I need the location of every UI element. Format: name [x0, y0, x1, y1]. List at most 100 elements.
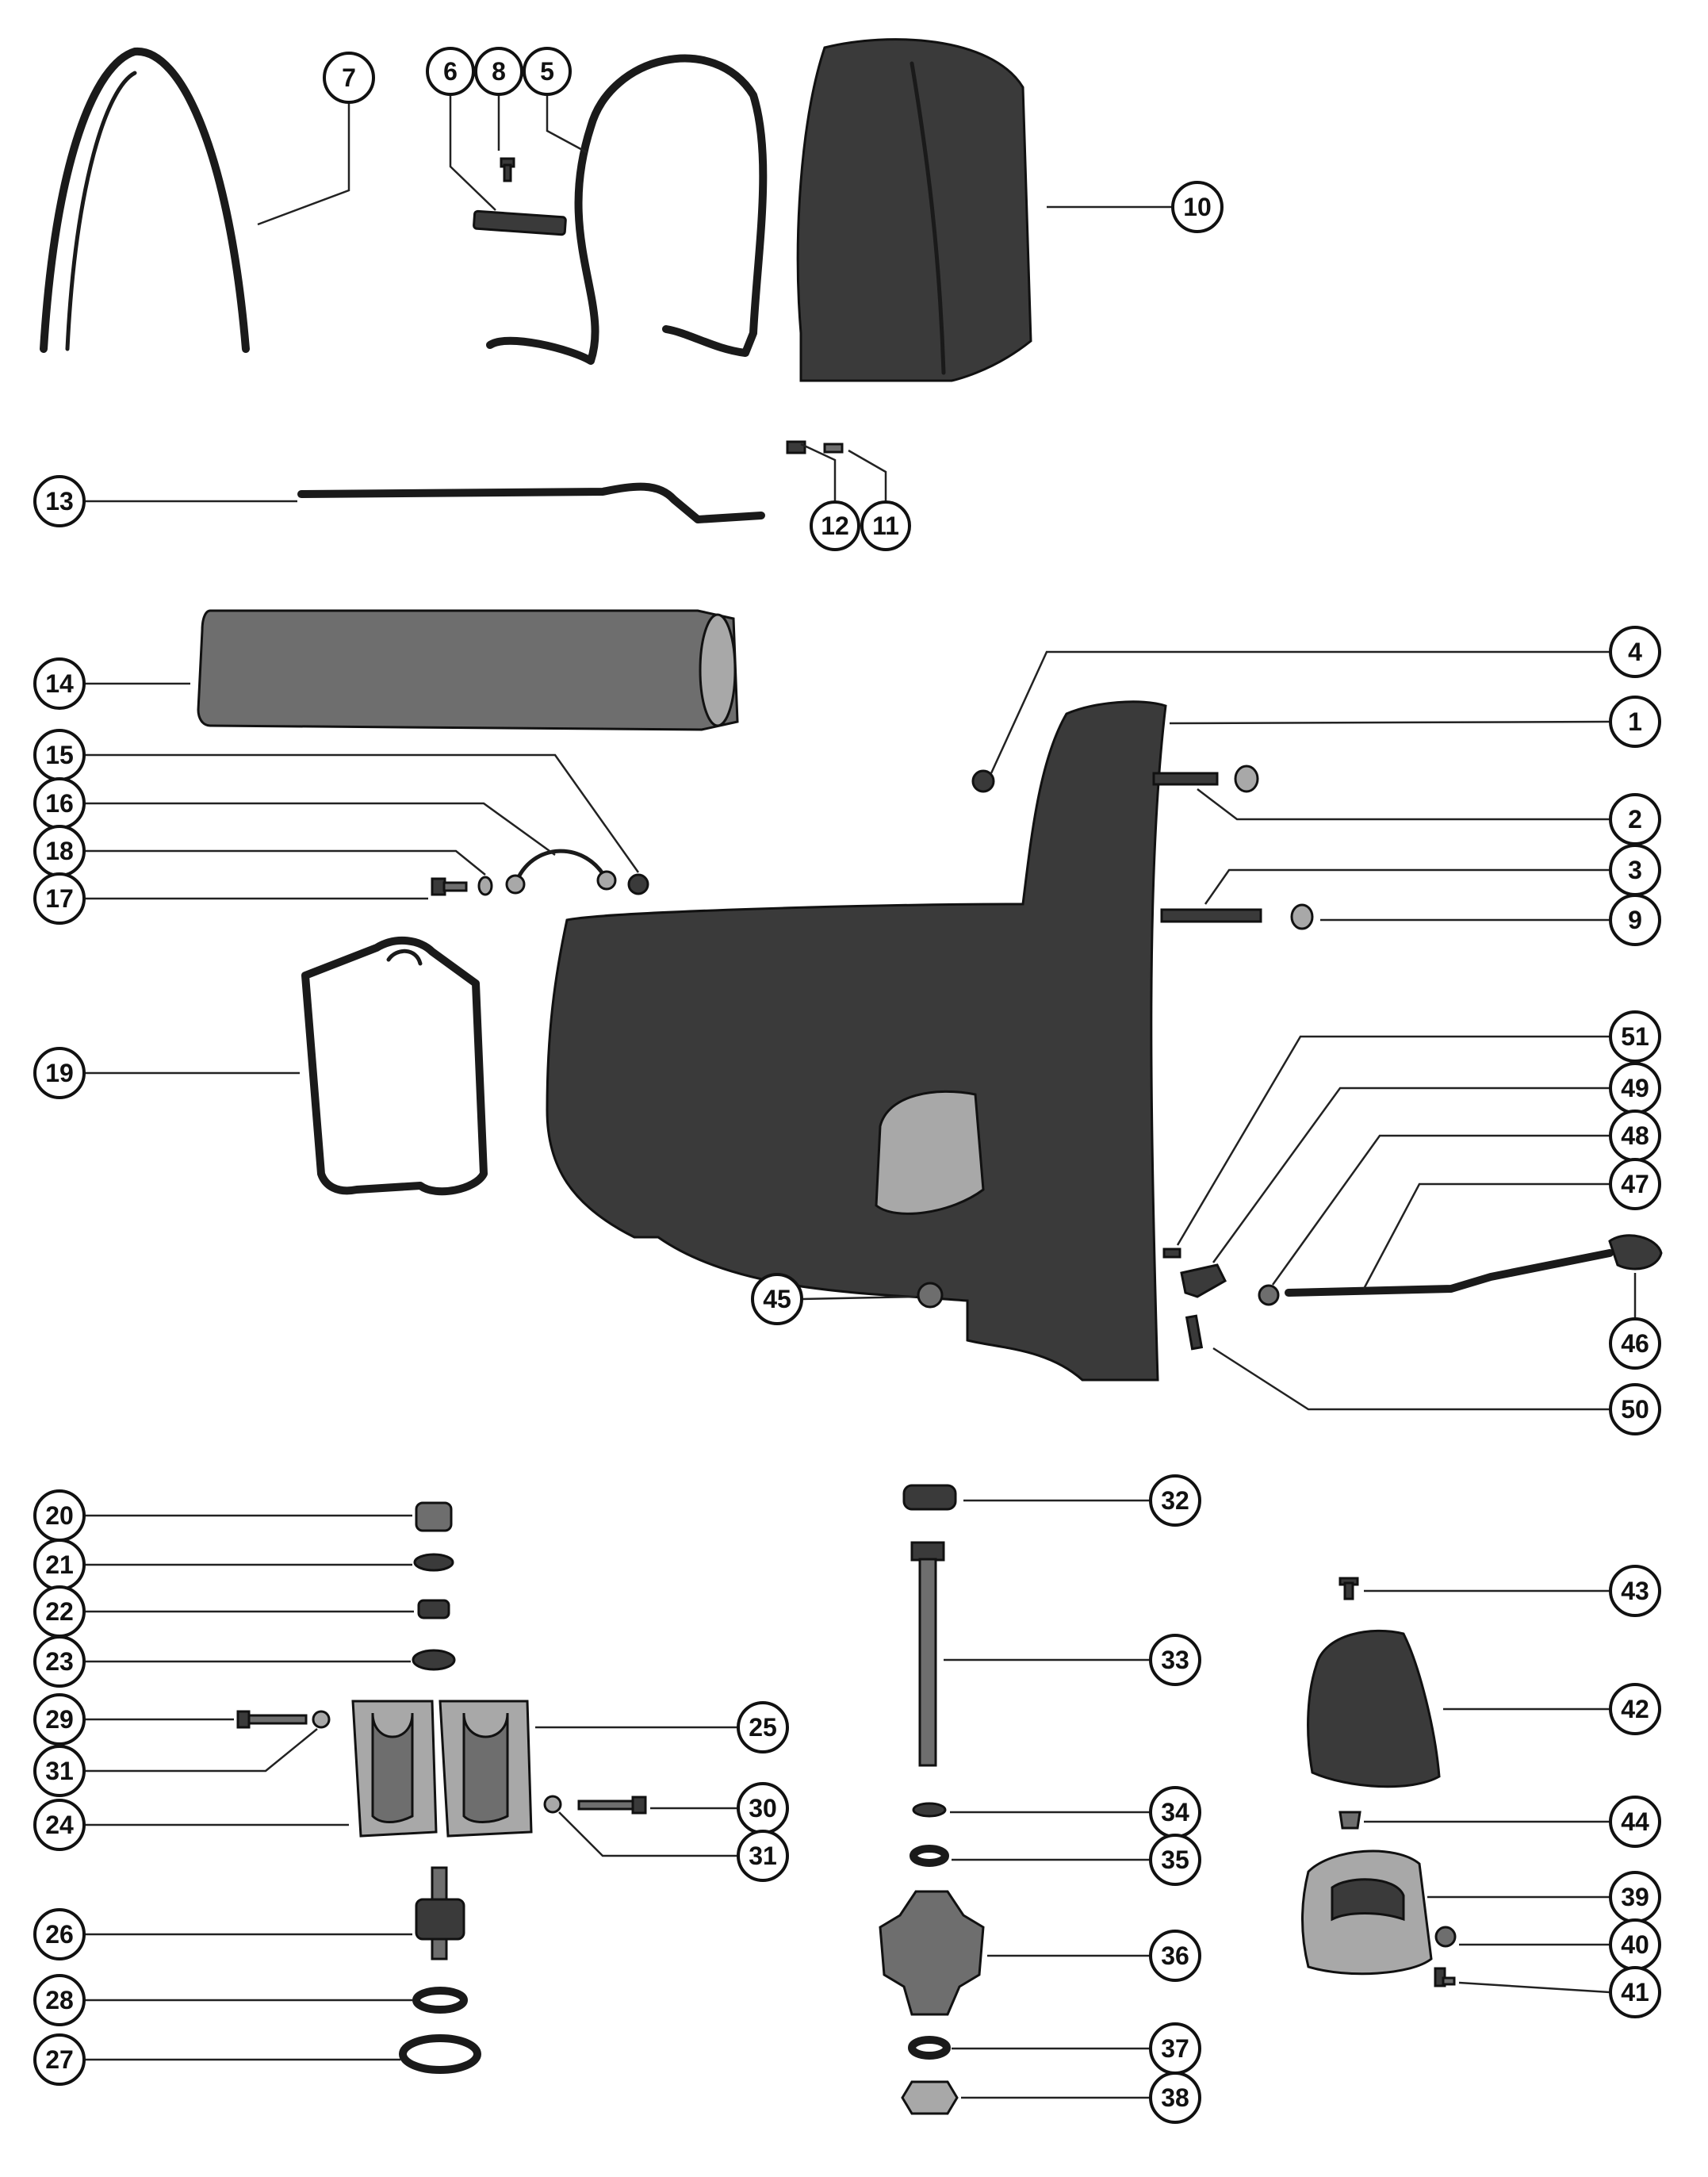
svg-text:50: 50: [1621, 1395, 1649, 1424]
part-42-cap: [1307, 1629, 1441, 1788]
svg-text:11: 11: [872, 512, 899, 540]
svg-text:1: 1: [1628, 707, 1642, 736]
svg-text:25: 25: [749, 1713, 777, 1742]
callout-15: 15: [33, 729, 86, 781]
svg-text:42: 42: [1621, 1695, 1649, 1723]
part-12-nut: [786, 440, 806, 454]
callout-5: 5: [523, 47, 572, 96]
part-48-nut: [1258, 1284, 1280, 1306]
part-50-screw: [1185, 1314, 1204, 1351]
part-27-oring: [399, 2034, 481, 2074]
callout-14: 14: [33, 657, 86, 710]
callout-49: 49: [1609, 1062, 1661, 1114]
callout-9: 9: [1609, 894, 1661, 946]
callout-20: 20: [33, 1489, 86, 1542]
part-19-gasket: [301, 936, 488, 1196]
part-35-washer: [910, 1845, 949, 1867]
part-8-screw: [500, 157, 515, 182]
part-1-housing: [546, 700, 1167, 1382]
part-38-nut: [901, 2080, 959, 2115]
part-10-cover: [796, 38, 1032, 382]
part-26-fitting: [415, 1866, 465, 1960]
callout-46: 46: [1609, 1317, 1661, 1370]
svg-text:10: 10: [1183, 193, 1212, 221]
svg-text:31: 31: [45, 1757, 74, 1785]
svg-text:30: 30: [749, 1794, 777, 1822]
leader-lines: [85, 78, 1637, 2099]
part-43-screw: [1338, 1577, 1359, 1600]
callout-3: 3: [1609, 844, 1661, 896]
callout-34: 34: [1149, 1786, 1201, 1838]
svg-text:28: 28: [45, 1986, 74, 2014]
part-41-screw: [1434, 1967, 1456, 1987]
svg-text:12: 12: [821, 512, 849, 540]
callout-38: 38: [1149, 2072, 1201, 2124]
part-44-grommet: [1338, 1811, 1361, 1830]
svg-text:38: 38: [1161, 2083, 1189, 2112]
part-37-washer: [908, 2036, 951, 2060]
svg-text:23: 23: [45, 1647, 74, 1676]
part-6-strip: [473, 209, 567, 236]
svg-text:14: 14: [45, 669, 74, 698]
svg-text:24: 24: [45, 1811, 74, 1839]
svg-text:2: 2: [1628, 805, 1642, 834]
svg-text:39: 39: [1621, 1883, 1649, 1911]
callout-4: 4: [1609, 626, 1661, 678]
svg-text:41: 41: [1621, 1978, 1649, 2006]
callout-31-right: 31: [737, 1830, 789, 1882]
part-20-bushing: [415, 1501, 453, 1532]
part-14-tube: [197, 609, 739, 731]
part-16-clip: [513, 849, 609, 887]
svg-text:27: 27: [45, 2045, 74, 2074]
callout-48: 48: [1609, 1110, 1661, 1162]
callout-17: 17: [33, 872, 86, 925]
callout-18: 18: [33, 825, 86, 877]
callout-1: 1: [1609, 696, 1661, 748]
callout-39: 39: [1609, 1871, 1661, 1923]
svg-text:31: 31: [749, 1842, 777, 1870]
part-34-washer: [912, 1802, 947, 1818]
callout-35: 35: [1149, 1834, 1201, 1886]
callout-25: 25: [737, 1701, 789, 1753]
svg-text:19: 19: [45, 1059, 74, 1087]
part-7-trim-arc: [40, 47, 250, 353]
callout-22: 22: [33, 1585, 86, 1638]
part-15-nut: [627, 873, 649, 895]
svg-text:29: 29: [45, 1705, 74, 1734]
part-5-seal-loop: [486, 54, 768, 365]
svg-text:32: 32: [1161, 1486, 1189, 1515]
callout-8: 8: [474, 47, 523, 96]
callout-28: 28: [33, 1974, 86, 2026]
part-30-bolt: [577, 1796, 647, 1815]
callout-43: 43: [1609, 1565, 1661, 1617]
svg-text:51: 51: [1621, 1022, 1649, 1051]
svg-text:34: 34: [1161, 1798, 1189, 1826]
callout-12: 12: [810, 500, 860, 551]
svg-text:15: 15: [45, 741, 74, 769]
callout-19: 19: [33, 1047, 86, 1099]
svg-text:46: 46: [1621, 1329, 1649, 1358]
callout-30: 30: [737, 1782, 789, 1834]
part-9-washer: [1290, 903, 1314, 930]
svg-text:17: 17: [45, 884, 74, 913]
part-18-washer: [477, 876, 493, 896]
svg-text:26: 26: [45, 1920, 74, 1949]
svg-text:49: 49: [1621, 1074, 1649, 1102]
svg-text:3: 3: [1628, 856, 1642, 884]
part-51-pin: [1162, 1248, 1181, 1259]
svg-text:13: 13: [45, 487, 74, 516]
callout-36: 36: [1149, 1930, 1201, 1982]
svg-text:16: 16: [45, 789, 74, 818]
part-3-stud: [1160, 908, 1262, 923]
part-47-shift-rod: [1285, 1249, 1614, 1297]
callout-10: 10: [1171, 181, 1224, 233]
part-31-washer-right: [543, 1795, 562, 1814]
part-21-washer: [413, 1553, 454, 1572]
part-46-connector: [1608, 1234, 1663, 1271]
svg-text:5: 5: [540, 57, 554, 86]
part-4-nut: [971, 769, 995, 793]
svg-text:35: 35: [1161, 1845, 1189, 1874]
svg-text:9: 9: [1628, 906, 1642, 934]
svg-text:44: 44: [1621, 1807, 1649, 1836]
